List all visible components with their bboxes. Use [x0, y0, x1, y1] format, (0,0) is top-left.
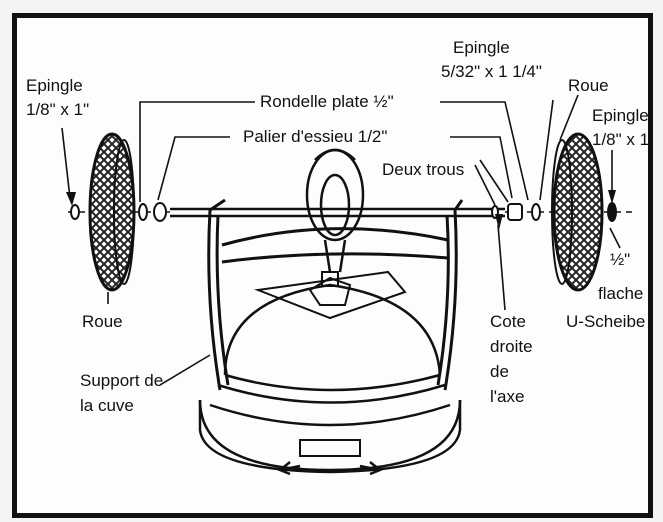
label-epingle-left: Epingle: [26, 76, 83, 95]
label-rondelle-plate: Rondelle plate ½": [260, 92, 394, 111]
label-cote-line2: droite: [490, 337, 533, 356]
label-epingle-left-size: 1/8" x 1": [26, 100, 90, 119]
hardware-parts: [70, 202, 617, 222]
label-epingle-right: Epingle: [592, 106, 649, 125]
label-epingle-top: Epingle: [453, 38, 510, 57]
label-half-inch: ½": [610, 250, 631, 269]
label-cote-line1: Cote: [490, 312, 526, 331]
agitator-plate: [254, 270, 407, 320]
label-support-line1: Support de: [80, 371, 164, 390]
label-roue-left: Roue: [82, 312, 123, 331]
label-epingle-right-size: 1/8" x 1': [592, 130, 653, 149]
leader-arrowheads: [66, 190, 616, 230]
gearbox-housing: [305, 148, 365, 273]
label-deux-trous: Deux trous: [382, 160, 465, 179]
hopper-base: [198, 399, 462, 476]
axle: [68, 207, 635, 218]
label-u-scheibe: U-Scheibe: [566, 312, 646, 331]
label-flache: flache: [598, 284, 644, 303]
tub-support: [207, 198, 464, 391]
label-cote-line4: l'axe: [490, 387, 525, 406]
label-cote-line3: de: [490, 362, 509, 381]
label-support-line2: la cuve: [80, 396, 134, 415]
label-roue-top-right: Roue: [568, 76, 609, 95]
left-wheel: [88, 132, 136, 292]
right-wheel: [551, 132, 604, 292]
label-palier-essieu: Palier d'essieu 1/2": [243, 127, 388, 146]
label-epingle-top-size: 5/32" x 1 1/4": [441, 62, 542, 81]
hopper-bowl: [217, 283, 446, 404]
